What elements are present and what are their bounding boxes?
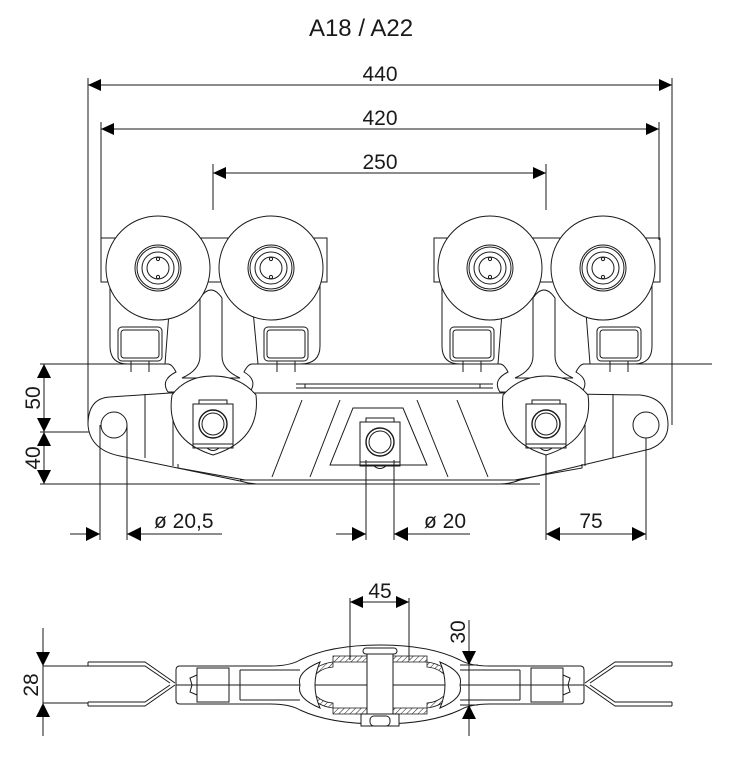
dimension-45: 45 [349, 580, 410, 660]
base-plate [87, 375, 669, 485]
left-wheel-1 [105, 215, 211, 321]
svg-text:420: 420 [362, 107, 397, 130]
right-wheel-1 [437, 215, 543, 321]
svg-text:75: 75 [579, 510, 602, 533]
dimension-center-pin-diameter: ø 20 [336, 510, 470, 541]
dimension-40: 40 [22, 432, 51, 484]
svg-text:30: 30 [447, 620, 470, 643]
svg-text:440: 440 [362, 63, 397, 86]
left-wheel-2 [218, 215, 324, 321]
dimension-end-hole-diameter: ø 20,5 [70, 510, 222, 541]
dimension-440: 440 [88, 63, 672, 91]
bottom-view: 45 30 28 [20, 580, 673, 736]
svg-text:ø 20,5: ø 20,5 [154, 510, 214, 533]
dimension-420: 420 [101, 107, 659, 135]
dimension-75: 75 [546, 510, 646, 541]
svg-text:50: 50 [22, 386, 45, 409]
svg-text:45: 45 [368, 580, 391, 603]
svg-text:250: 250 [362, 151, 397, 174]
front-view: 440 420 250 50 40 [22, 63, 712, 541]
dimension-28: 28 [20, 628, 88, 736]
svg-text:40: 40 [22, 446, 45, 469]
dimension-250: 250 [213, 151, 546, 179]
svg-text:28: 28 [20, 673, 43, 696]
drawing-title: A18 / A22 [309, 15, 413, 42]
right-wheel-2 [550, 215, 656, 321]
dimension-30: 30 [447, 620, 478, 736]
dimension-50: 50 [22, 364, 51, 432]
left-wheel-carriage [100, 215, 328, 393]
right-wheel-carriage [433, 215, 661, 393]
svg-text:ø 20: ø 20 [424, 510, 466, 533]
